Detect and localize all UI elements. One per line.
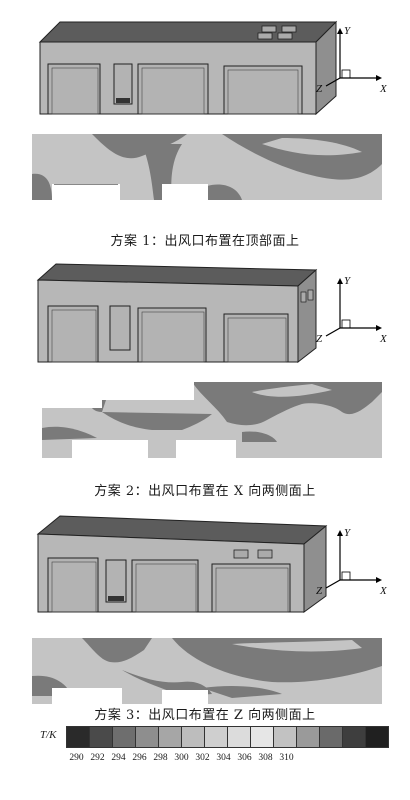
door-right	[211, 563, 291, 613]
legend-tick-label: 292	[90, 753, 105, 763]
legend-tick-label: 302	[195, 753, 210, 763]
axis-x-label: X	[379, 333, 388, 345]
axis-y-label: Y	[344, 527, 352, 539]
legend-colorbar	[66, 726, 389, 748]
legend-swatch	[204, 726, 228, 748]
legend-swatch	[66, 726, 90, 748]
legend-tick-label: 300	[174, 753, 189, 763]
legend-tick-label: 298	[153, 753, 168, 763]
temperature-legend: T/K 290 292 294 296 298 300 302 304 306 308 310	[40, 724, 389, 790]
vent-top	[257, 32, 273, 40]
door-inner-left	[51, 309, 97, 363]
temperature-contour-1	[32, 134, 382, 212]
legend-swatch	[319, 726, 343, 748]
door-left	[47, 557, 99, 613]
vent-side	[300, 291, 307, 303]
temperature-contour-2	[42, 382, 382, 462]
legend-tick-label: 306	[237, 753, 252, 763]
legend-swatch	[181, 726, 205, 748]
vent-side	[307, 289, 314, 301]
door-middle	[137, 307, 207, 363]
legend-tick-label: 304	[216, 753, 231, 763]
axis-x-label: X	[379, 83, 388, 95]
coordinate-axes-1: Y X Z	[316, 25, 388, 95]
legend-swatch	[296, 726, 320, 748]
door-right	[223, 65, 303, 115]
legend-tick-label: 308	[258, 753, 273, 763]
enclosure-model-2	[36, 263, 318, 364]
caption-3: 方案 3：出风口布置在 Z 向两侧面上	[94, 708, 316, 723]
axis-y-label: Y	[344, 25, 352, 37]
legend-ticks: 290 292 294 296 298 300 302 304 306 308 310	[66, 753, 297, 763]
door-inner-right	[227, 317, 287, 363]
vent-top	[261, 25, 277, 33]
coordinate-axes-3: Y X Z	[316, 527, 388, 597]
door-inner-middle	[141, 67, 205, 115]
axis-z-label: Z	[316, 83, 323, 95]
legend-tick-label: 310	[279, 753, 294, 763]
vent-front	[233, 549, 249, 559]
caption-2: 方案 2：出风口布置在 X 向两侧面上	[94, 484, 316, 499]
legend-swatch	[342, 726, 366, 748]
window-center	[105, 559, 127, 603]
axis-x-label: X	[379, 585, 388, 597]
legend-swatch	[112, 726, 136, 748]
vent-front	[257, 549, 273, 559]
window-center	[113, 63, 133, 105]
legend-swatch	[273, 726, 297, 748]
window-center	[109, 305, 131, 351]
legend-swatch	[158, 726, 182, 748]
door-inner-left	[51, 561, 97, 613]
coordinate-axes-2: Y X Z	[316, 275, 388, 345]
door-inner-left	[51, 67, 99, 115]
legend-swatch	[250, 726, 274, 748]
door-middle	[137, 63, 209, 115]
door-left	[47, 305, 99, 363]
axis-z-label: Z	[316, 585, 323, 597]
legend-swatch	[135, 726, 159, 748]
legend-tick-label: 294	[111, 753, 126, 763]
door-inner-right	[215, 567, 289, 613]
door-middle	[131, 559, 199, 613]
legend-swatch	[365, 726, 389, 748]
legend-tick-label: 290	[69, 753, 84, 763]
enclosure-model-3	[36, 515, 328, 613]
window-bar	[108, 596, 124, 601]
door-inner-middle	[135, 563, 197, 613]
panel-3: Y X Z 方案 3：出风口布置在 Z 向两侧面上	[0, 500, 410, 725]
door-left	[47, 63, 101, 115]
vent-top	[281, 25, 297, 33]
legend-title: T/K	[40, 729, 57, 741]
enclosure-model-1	[38, 20, 338, 116]
door-inner-middle	[141, 311, 205, 363]
legend-swatch	[89, 726, 113, 748]
window-bar	[116, 98, 130, 103]
axis-y-label: Y	[344, 275, 352, 287]
vent-top	[277, 32, 293, 40]
panel-1: Y X Z 方案 1：出风口布置在顶部面上	[0, 0, 410, 250]
axis-z-label: Z	[316, 333, 323, 345]
legend-tick-label: 296	[132, 753, 147, 763]
temperature-contour-3	[32, 638, 382, 710]
caption-1: 方案 1：出风口布置在顶部面上	[110, 234, 300, 249]
panel-2: Y X Z 方案 2：出风口布置在 X 向两侧面上	[0, 250, 410, 500]
door-right	[223, 313, 289, 363]
door-inner-right	[227, 69, 299, 115]
legend-swatch	[227, 726, 251, 748]
